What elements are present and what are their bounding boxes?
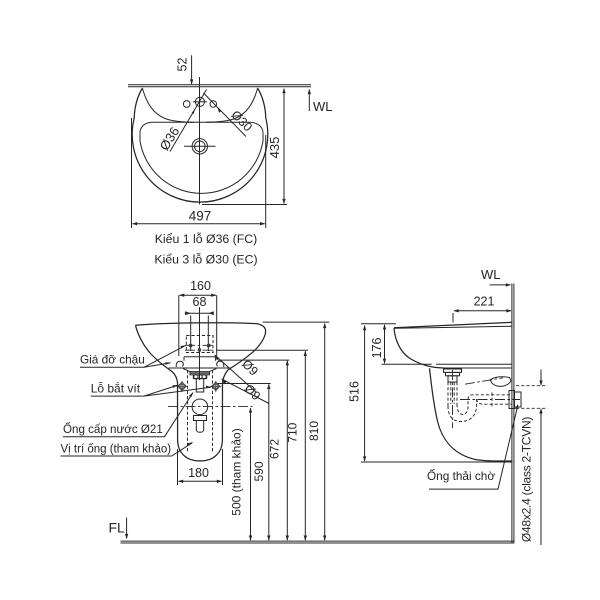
svg-text:810: 810 <box>307 421 321 441</box>
svg-text:710: 710 <box>285 422 299 442</box>
svg-text:Ống cấp nước Ø21: Ống cấp nước Ø21 <box>63 422 163 436</box>
svg-text:160: 160 <box>190 279 211 293</box>
svg-text:Vị trí ống (tham khảo): Vị trí ống (tham khảo) <box>61 444 172 456</box>
svg-text:WL: WL <box>313 99 333 114</box>
svg-text:Lỗ bắt vít: Lỗ bắt vít <box>91 380 141 395</box>
svg-text:516: 516 <box>347 381 361 402</box>
svg-text:52: 52 <box>175 58 189 72</box>
svg-text:WL: WL <box>481 267 501 282</box>
svg-text:68: 68 <box>193 295 207 309</box>
svg-text:Ø36: Ø36 <box>157 124 183 153</box>
svg-text:Ø9: Ø9 <box>241 381 263 403</box>
svg-text:Ống thải chờ: Ống thải chờ <box>427 469 495 483</box>
svg-text:672: 672 <box>267 439 281 459</box>
svg-text:497: 497 <box>189 209 212 224</box>
svg-text:590: 590 <box>252 461 266 481</box>
svg-text:Ø30: Ø30 <box>228 108 255 135</box>
svg-text:176: 176 <box>370 338 384 359</box>
svg-text:Giá đỡ chậu: Giá đỡ chậu <box>80 353 145 367</box>
svg-text:Ø48x2.4 (class 2-TCVN): Ø48x2.4 (class 2-TCVN) <box>520 417 534 542</box>
svg-text:180: 180 <box>188 466 209 480</box>
svg-text:Kiểu 3 lỗ Ø30 (EC): Kiểu 3 lỗ Ø30 (EC) <box>154 252 257 267</box>
svg-text:221: 221 <box>474 295 495 309</box>
svg-text:Kiểu 1 lỗ Ø36 (FC): Kiểu 1 lỗ Ø36 (FC) <box>155 231 258 246</box>
svg-text:500 (tham khảo): 500 (tham khảo) <box>229 428 243 515</box>
svg-text:435: 435 <box>267 137 282 159</box>
svg-text:FL: FL <box>109 520 126 536</box>
